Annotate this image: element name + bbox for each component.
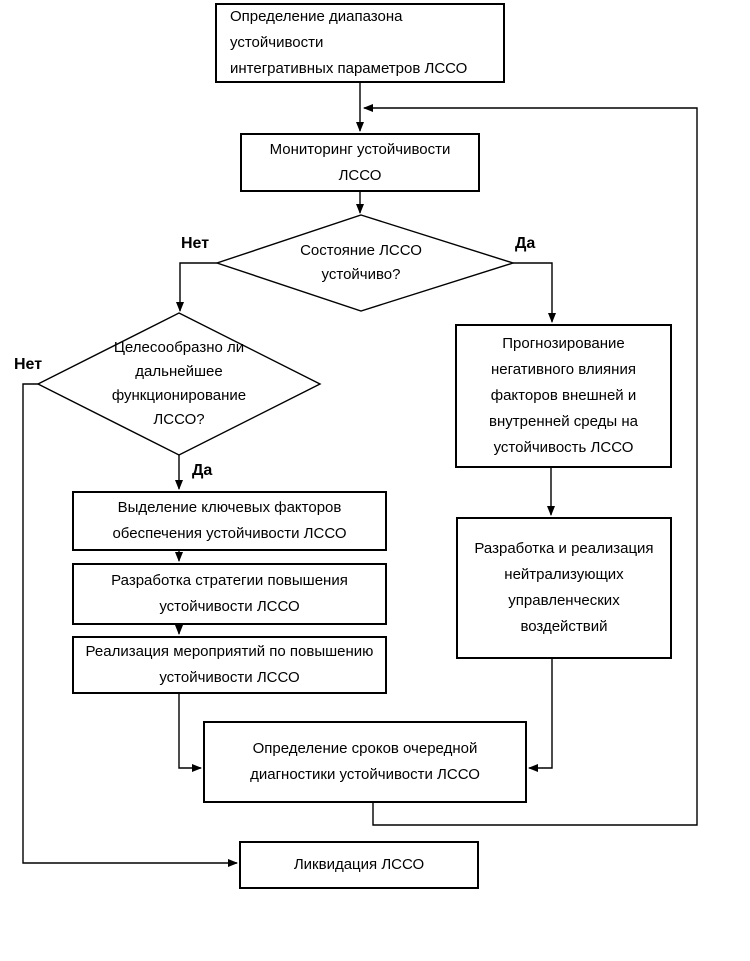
connector-state-no	[176, 262, 217, 312]
node-strategy: Разработка стратегии повышения устойчиво…	[72, 563, 387, 625]
edge-label-state-no: Нет	[181, 235, 210, 252]
node-monitoring: Мониторинг устойчивости ЛССО	[240, 133, 480, 192]
node-neutralize: Разработка и реализация нейтрализующих у…	[456, 517, 672, 659]
node-key-factors: Выделение ключевых факторов обеспечения …	[72, 491, 387, 551]
node-define-range: Определение диапазона устойчивости интег…	[215, 3, 505, 83]
edge-label-feasible-no: Нет	[14, 356, 43, 373]
connector-feedback-loop	[363, 104, 698, 826]
decision-diamond-feasible	[36, 312, 322, 456]
node-implementation: Реализация мероприятий по повышению усто…	[72, 636, 387, 694]
node-liquidation: Ликвидация ЛССО	[239, 841, 479, 889]
connector-state-yes	[513, 262, 556, 323]
decision-diamond-state-stable	[214, 214, 516, 312]
connector-feasible-no-to-liquidation	[22, 383, 238, 867]
edge-label-state-yes: Да	[515, 235, 536, 252]
node-forecast: Прогнозирование негативного влияния факт…	[455, 324, 672, 468]
edge-label-feasible-yes: Да	[192, 462, 213, 479]
connector-implementation-to-diagnostics	[178, 694, 202, 772]
node-next-diagnostics: Определение сроков очередной диагностики…	[203, 721, 527, 803]
connector-neutralize-to-diagnostics	[528, 659, 553, 772]
